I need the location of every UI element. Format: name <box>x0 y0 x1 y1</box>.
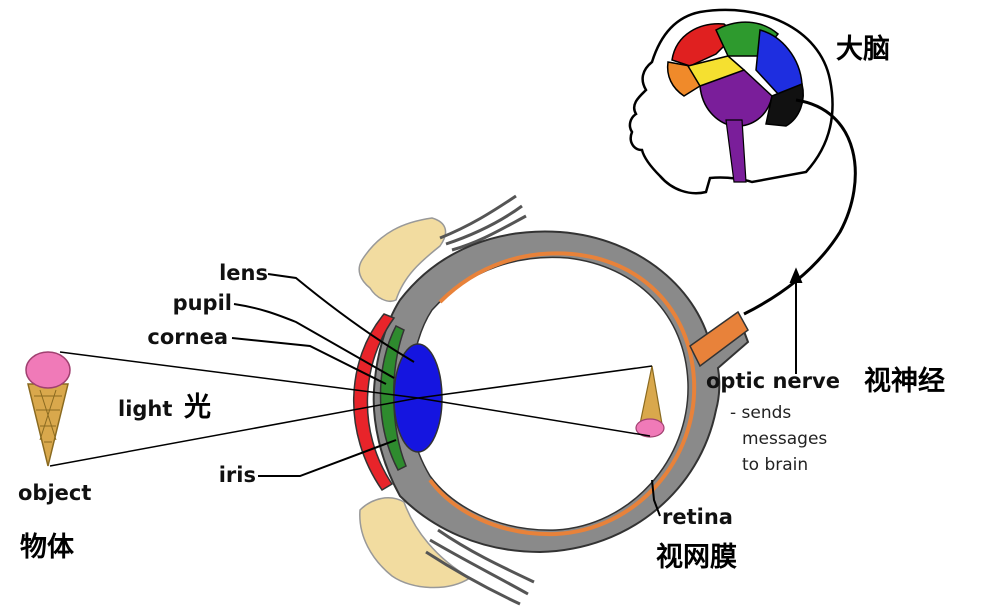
lower-muscle <box>429 538 529 596</box>
label-optic-nerve-zh: 视神经 <box>864 365 945 397</box>
icecream-scoop <box>25 351 71 389</box>
label-retina-zh: 视网膜 <box>656 542 737 573</box>
retina-image <box>635 365 665 438</box>
label-retina: retina <box>662 505 733 529</box>
label-light-zh: 光 <box>183 392 211 423</box>
leader-lens <box>267 273 415 363</box>
nerve-path <box>743 98 857 316</box>
upper-eyelid <box>358 217 447 302</box>
label-brain-zh: 大脑 <box>836 34 890 65</box>
label-object: object <box>18 481 91 505</box>
leader-retina <box>651 479 661 517</box>
brain-stem <box>725 119 747 183</box>
label-optic-note-3: to brain <box>742 455 808 475</box>
leader-lines <box>231 267 803 517</box>
cornea <box>352 313 396 492</box>
retina-image-scoop <box>635 418 665 438</box>
head-illustration <box>628 8 834 195</box>
leader-optic-arrow <box>789 267 803 283</box>
brain-lobe-black <box>765 82 804 127</box>
object-icecream <box>25 351 71 467</box>
retina-layer <box>428 251 697 537</box>
leader-cornea <box>231 337 387 385</box>
optic-nerve-sheath <box>689 310 749 368</box>
label-lens: lens <box>219 261 268 285</box>
label-optic-note-1: - sends <box>730 403 791 423</box>
leader-iris <box>258 439 397 477</box>
eye-muscles <box>425 194 535 606</box>
leader-pupil <box>233 303 395 379</box>
label-cornea: cornea <box>147 325 228 349</box>
label-optic-nerve: optic nerve <box>706 369 840 393</box>
label-light: light <box>118 397 172 421</box>
light-rays <box>49 351 653 467</box>
label-iris: iris <box>219 463 256 487</box>
label-object-zh: 物体 <box>20 532 75 563</box>
upper-muscle <box>439 194 517 240</box>
label-optic-note-2: messages <box>742 429 827 449</box>
label-pupil: pupil <box>173 291 232 315</box>
